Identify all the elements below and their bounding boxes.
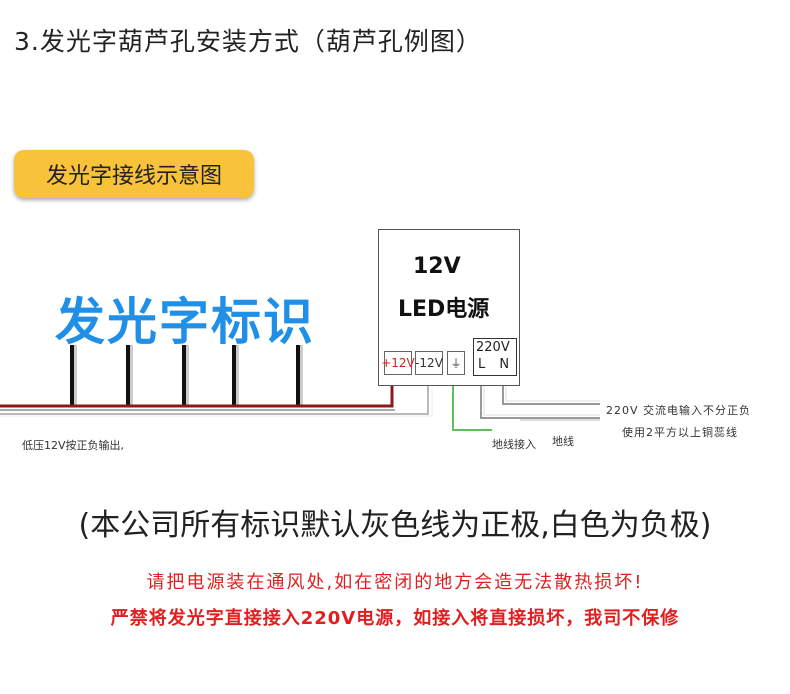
terminal-negative: -12V [415, 351, 443, 375]
sign-label: 发光字标识 [55, 293, 315, 351]
ground-wire [452, 374, 492, 431]
ground-connect-note: 地线接入 [492, 438, 536, 451]
sign-leg-4 [232, 345, 239, 407]
terminal-ln-label: L N [478, 357, 510, 372]
sign-leg-1 [70, 345, 77, 407]
voltage-warning: 严禁将发光字直接接入220V电源，如接入将直接损坏，我司不保修 [110, 608, 680, 629]
sign-leg-3 [182, 345, 189, 407]
sign-leg-2 [126, 345, 133, 407]
ground-note: 地线 [552, 435, 574, 448]
low-voltage-note: 低压12V按正负输出, [22, 439, 125, 452]
psu-name-label: LED电源 [398, 297, 490, 322]
wire-spec-note: 使用2平方以上铜蕊线 [622, 426, 738, 439]
terminal-positive: +12V [381, 351, 415, 375]
wire-color-note: (本公司所有标识默认灰色线为正极,白色为负极) [78, 508, 712, 543]
terminal-ac-block [473, 338, 517, 376]
ground-icon: ⏚ [447, 351, 465, 375]
diagram-badge: 发光字接线示意图 [14, 150, 254, 198]
positive-wire [0, 374, 394, 408]
sign-leg-5 [296, 345, 303, 407]
ac-input-note: 220V 交流电输入不分正负 [606, 404, 752, 417]
ventilation-warning: 请把电源装在通风处,如在密闭的地方会造无法散热损坏! [146, 572, 644, 593]
negative-wire [0, 374, 429, 415]
ac-live-wire [480, 374, 600, 419]
psu-voltage-label: 12V [413, 254, 461, 279]
section-title: 3.发光字葫芦孔安装方式（葫芦孔例图） [14, 27, 482, 56]
terminal-ac-label: 220V [476, 340, 510, 355]
